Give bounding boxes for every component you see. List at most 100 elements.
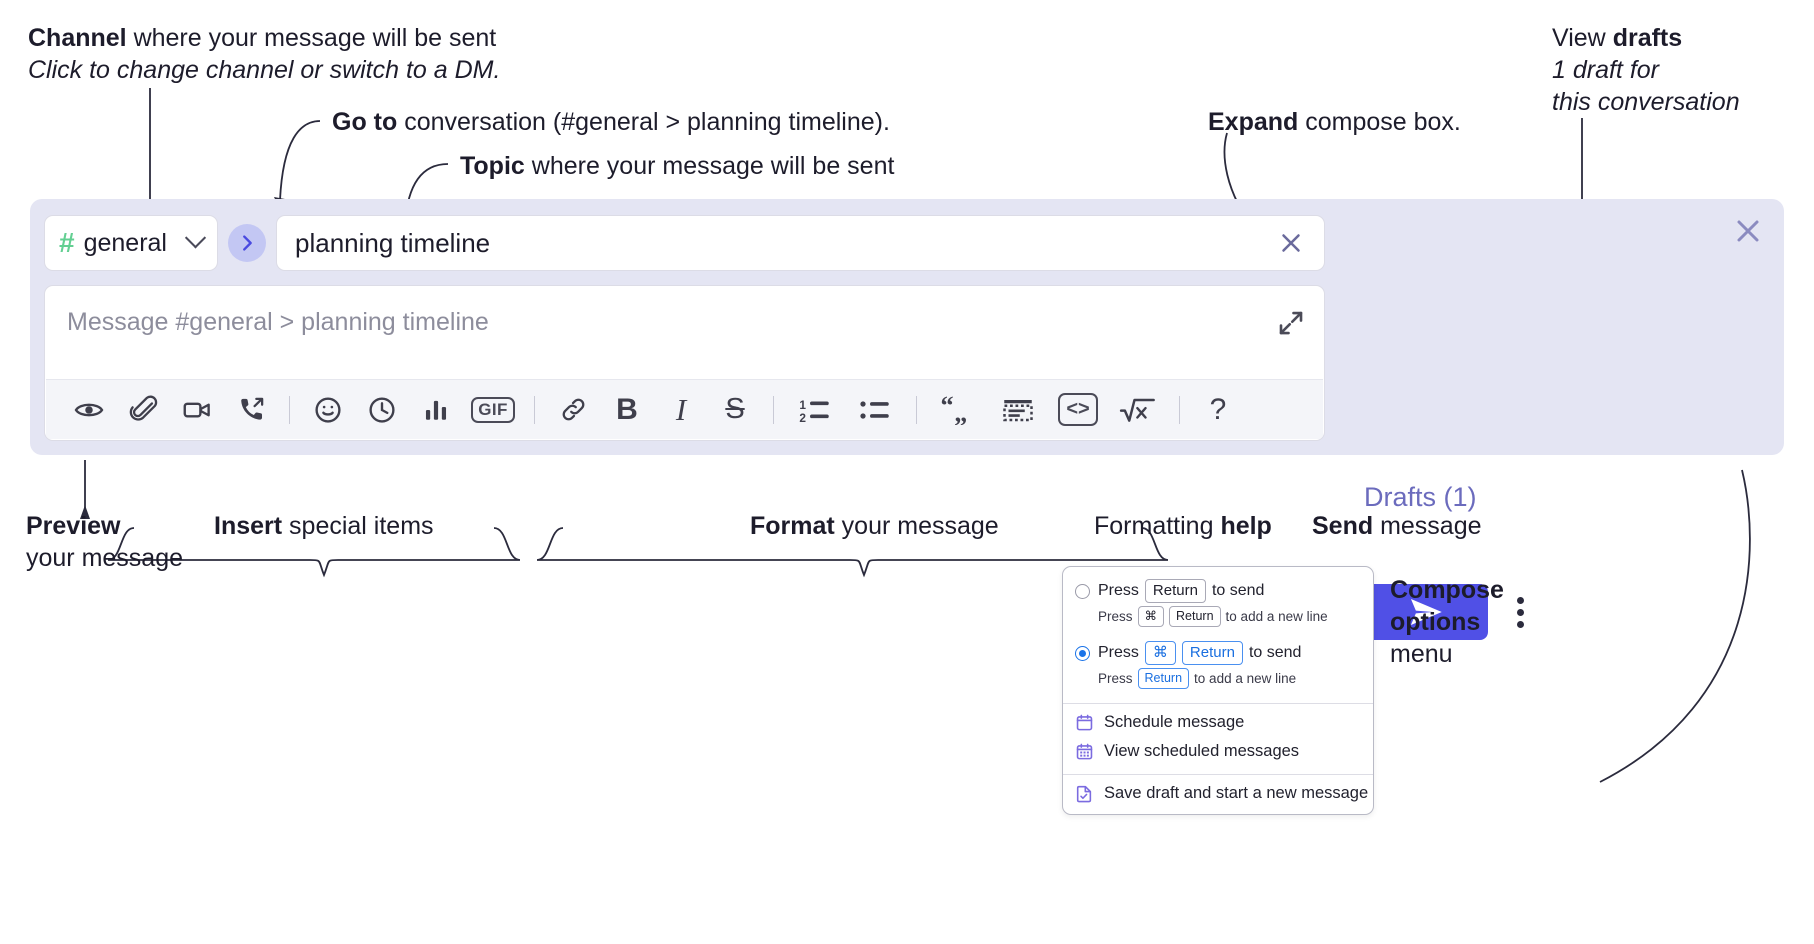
- annotation-topic: Topic where your message will be sent: [460, 150, 894, 182]
- send-icon: [1410, 599, 1442, 625]
- more-vertical-dot: [1516, 608, 1524, 616]
- opt1-sub-pre: Press: [1098, 609, 1133, 625]
- video-clip-button[interactable]: [170, 387, 224, 433]
- bulleted-list-icon: [860, 400, 889, 419]
- goto-conversation-button[interactable]: [228, 224, 266, 262]
- clock-icon: [369, 396, 395, 423]
- opt1-pre: Press: [1098, 582, 1139, 600]
- annotation-insert-rest: special items: [282, 512, 434, 540]
- strikethrough-button[interactable]: S: [708, 387, 762, 433]
- audio-clip-button[interactable]: [224, 387, 278, 433]
- strikethrough-icon: S: [725, 393, 745, 425]
- preview-button[interactable]: [62, 387, 116, 433]
- annotation-format-rest: your message: [834, 512, 999, 540]
- annotation-goto-rest: conversation (#general > planning timeli…: [397, 108, 890, 136]
- menu-item-view-scheduled-messages[interactable]: View scheduled messages: [1063, 737, 1373, 766]
- topic-clear-button[interactable]: [1274, 226, 1308, 260]
- keycap-cmd: ⌘: [1144, 641, 1176, 666]
- expand-compose-button[interactable]: [1276, 308, 1306, 338]
- message-input-box[interactable]: Message #general > planning timeline: [44, 285, 1325, 441]
- phone-arrow-icon: [240, 397, 263, 420]
- radio-button-cmd-return[interactable]: [1075, 645, 1090, 661]
- svg-text:1: 1: [799, 397, 806, 411]
- annotation-drafts-line2: 1 draft for: [1552, 56, 1659, 84]
- more-vertical-dot: [1516, 620, 1524, 628]
- ordered-list-button[interactable]: 1 2: [785, 387, 845, 433]
- annotation-drafts-pre: View: [1552, 24, 1613, 52]
- attach-button[interactable]: [116, 387, 170, 433]
- gif-button[interactable]: GIF: [463, 387, 523, 433]
- panel-close-button[interactable]: [1730, 213, 1766, 249]
- annotation-topic-bold: Topic: [460, 152, 525, 180]
- message-placeholder: Message #general > planning timeline: [67, 308, 489, 336]
- close-icon: [1282, 234, 1300, 252]
- compose-options-button[interactable]: [1507, 589, 1533, 635]
- keycap-return: Return: [1181, 641, 1243, 666]
- quote-icon: “ „: [941, 395, 968, 425]
- bulleted-list-button[interactable]: [845, 387, 905, 433]
- eye-icon: [74, 403, 104, 416]
- video-camera-icon: [183, 402, 210, 417]
- toolbar-divider-3: [773, 395, 774, 424]
- more-vertical-dot: [1516, 596, 1524, 604]
- bold-button[interactable]: B: [600, 387, 654, 433]
- annotation-preview-bold: Preview: [26, 512, 121, 540]
- opt1-sub-post: to add a new line: [1225, 609, 1328, 625]
- annotation-send-bold: Send: [1312, 512, 1374, 540]
- smiley-icon: [315, 396, 341, 423]
- reminder-button[interactable]: [355, 387, 409, 433]
- drafts-link[interactable]: Drafts (1): [1364, 482, 1477, 512]
- annotation-help-pre: Formatting: [1094, 512, 1221, 540]
- send-option-sub: Press Return to add a new line: [1063, 665, 1373, 695]
- inline-code-button[interactable]: <>: [1048, 387, 1108, 433]
- annotation-channel: Channel where your message will be sent …: [28, 22, 500, 86]
- poll-button[interactable]: [409, 387, 463, 433]
- blockquote-button[interactable]: “ „: [928, 387, 988, 433]
- link-button[interactable]: [546, 387, 600, 433]
- code-block-button[interactable]: [988, 387, 1048, 433]
- radio-button-return[interactable]: [1075, 583, 1090, 599]
- expand-icon: [1279, 311, 1303, 335]
- svg-text:„: „: [954, 398, 967, 425]
- gif-icon: GIF: [471, 396, 515, 423]
- menu-item-save-draft[interactable]: Save draft and start a new message: [1063, 779, 1373, 808]
- keycap-return: Return: [1144, 579, 1206, 604]
- opt1-post: to send: [1211, 582, 1265, 600]
- annotation-compose-options-line2: options: [1390, 608, 1481, 636]
- send-option-sub: Press ⌘ Return to add a new line: [1063, 603, 1373, 633]
- menu-item-schedule-message[interactable]: Schedule message: [1063, 708, 1373, 737]
- compose-inner: # general planning timeline Message #ge: [44, 213, 1325, 441]
- formatting-help-button[interactable]: ?: [1191, 387, 1245, 433]
- italic-button[interactable]: I: [654, 387, 708, 433]
- channel-name: general: [83, 228, 167, 257]
- annotation-format: Format your message: [750, 510, 999, 542]
- square-root-icon: [1119, 398, 1155, 422]
- send-option-row[interactable]: Press Return to send: [1063, 577, 1373, 604]
- emoji-button[interactable]: [301, 387, 355, 433]
- chevron-down-icon: [184, 226, 207, 248]
- annotation-channel-bold: Channel: [28, 24, 127, 52]
- send-option-row[interactable]: Press ⌘ Return to send: [1063, 633, 1373, 666]
- bar-chart-icon: [425, 400, 447, 420]
- latex-button[interactable]: [1108, 387, 1168, 433]
- send-option-label: Press Return to send: [1098, 579, 1265, 604]
- annotation-insert-bold: Insert: [214, 512, 283, 540]
- opt2-pre: Press: [1098, 644, 1139, 662]
- annotation-preview-line2: your message: [26, 544, 184, 572]
- annotation-goto-bold: Go to: [332, 108, 398, 136]
- opt2-post: to send: [1248, 644, 1302, 662]
- channel-select[interactable]: # general: [44, 215, 218, 271]
- toolbar-divider-1: [289, 395, 290, 424]
- toolbar-divider-5: [1179, 395, 1180, 424]
- calendar-icon: [1075, 713, 1094, 732]
- topic-field[interactable]: planning timeline: [276, 215, 1325, 271]
- annotation-compose-options: Compose options menu: [1390, 574, 1504, 670]
- calendar-grid-icon: [1075, 742, 1094, 761]
- topic-value: planning timeline: [295, 227, 491, 258]
- send-button[interactable]: [1364, 584, 1488, 640]
- compose-panel: # general planning timeline Message #ge: [30, 199, 1784, 640]
- menu-divider: [1063, 703, 1373, 705]
- annotation-expand: Expand compose box.: [1208, 106, 1461, 138]
- annotation-goto: Go to conversation (#general > planning …: [332, 106, 890, 138]
- toolbar-divider-2: [534, 395, 535, 424]
